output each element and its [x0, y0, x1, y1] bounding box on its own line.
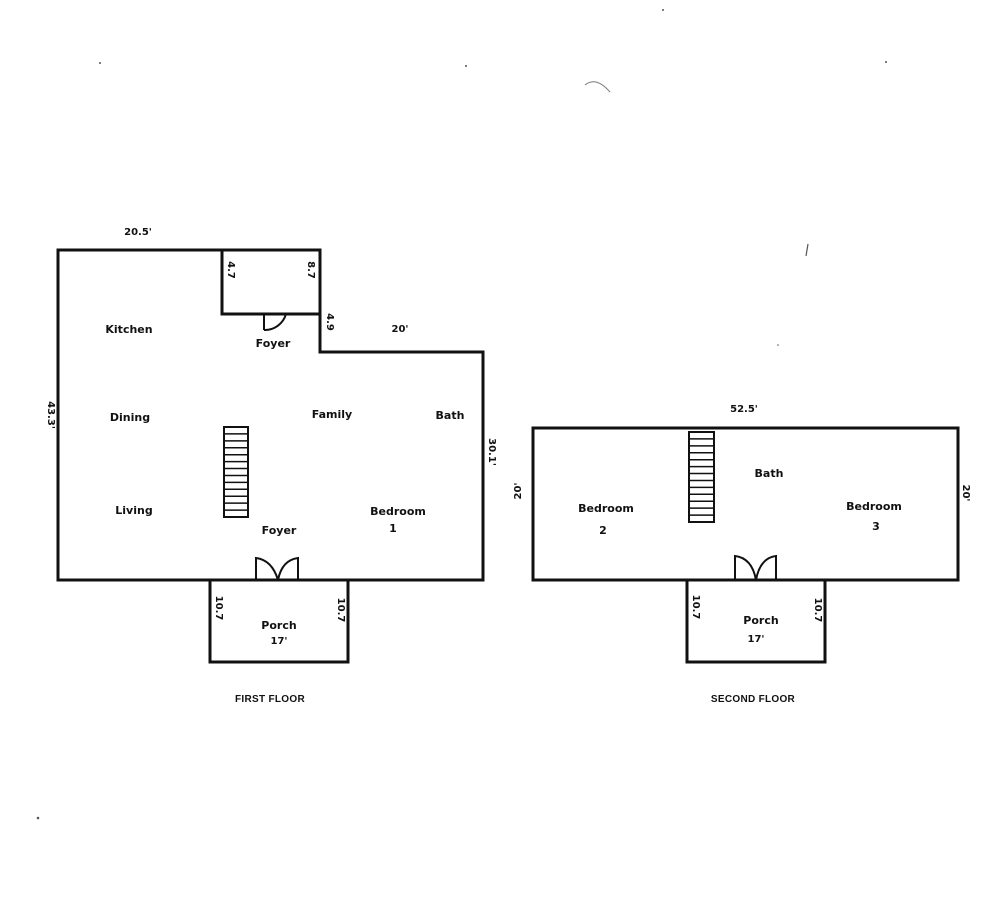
dim-porch-left: 10.7 [213, 596, 224, 621]
dim-top-2: 52.5' [730, 404, 758, 415]
first-floor-front-door [255, 556, 299, 581]
second-floor-caption: SECOND FLOOR [711, 694, 796, 705]
first-floor-porch [208, 580, 350, 664]
second-floor-porch [685, 580, 827, 664]
room-porch-2: Porch [743, 614, 778, 627]
first-floor-closet [220, 250, 320, 316]
second-floor-outer-wall [531, 426, 960, 582]
room-bedroom-2-number: 2 [599, 524, 607, 537]
dim-closet-left: 4.7 [225, 261, 236, 279]
dim-step: 20' [392, 324, 409, 335]
dim-porch-width: 17' [271, 636, 288, 647]
room-bedroom-1: Bedroom [370, 505, 426, 518]
second-floor-staircase [688, 431, 715, 523]
room-bedroom-3-number: 3 [872, 520, 880, 533]
second-floor-front-door [734, 554, 777, 581]
dim-right-2: 20' [960, 485, 971, 502]
room-foyer-bottom: Foyer [262, 524, 297, 537]
room-kitchen: Kitchen [105, 323, 152, 336]
dim-porch-width-2: 17' [748, 634, 765, 645]
room-living: Living [115, 504, 152, 517]
dim-left: 43.3' [45, 401, 56, 429]
first-floor-caption: FIRST FLOOR [235, 694, 305, 705]
dim-closet-right: 8.7 [305, 261, 316, 279]
room-bath: Bath [436, 409, 465, 422]
first-floor-staircase [223, 426, 249, 518]
room-foyer-top: Foyer [256, 337, 291, 350]
dim-porch-right-2: 10.7 [812, 598, 823, 623]
room-bedroom-3: Bedroom [846, 500, 902, 513]
dim-right: 30.1' [486, 438, 497, 466]
closet-door-swing [263, 313, 287, 332]
dim-top: 20.5' [124, 227, 152, 238]
room-bedroom-2: Bedroom [578, 502, 634, 515]
scan-noise [36, 9, 887, 820]
dim-notch: 4.9 [324, 313, 335, 331]
first-floor-plan: 20.5' 43.3' 30.1' 20' 4.9 4.7 8.7 10.7 1… [45, 227, 497, 705]
dim-porch-left-2: 10.7 [690, 595, 701, 620]
room-family: Family [312, 408, 352, 421]
room-bath-2: Bath [755, 467, 784, 480]
dim-porch-right: 10.7 [335, 598, 346, 623]
second-floor-plan: 52.5' 20' 20' 10.7 10.7 Bath Bedroom 2 B… [513, 404, 971, 705]
first-floor-outer-wall [56, 248, 485, 582]
room-porch: Porch [261, 619, 296, 632]
room-bedroom-1-number: 1 [389, 522, 397, 535]
room-dining: Dining [110, 411, 150, 424]
dim-left-2: 20' [513, 483, 524, 500]
